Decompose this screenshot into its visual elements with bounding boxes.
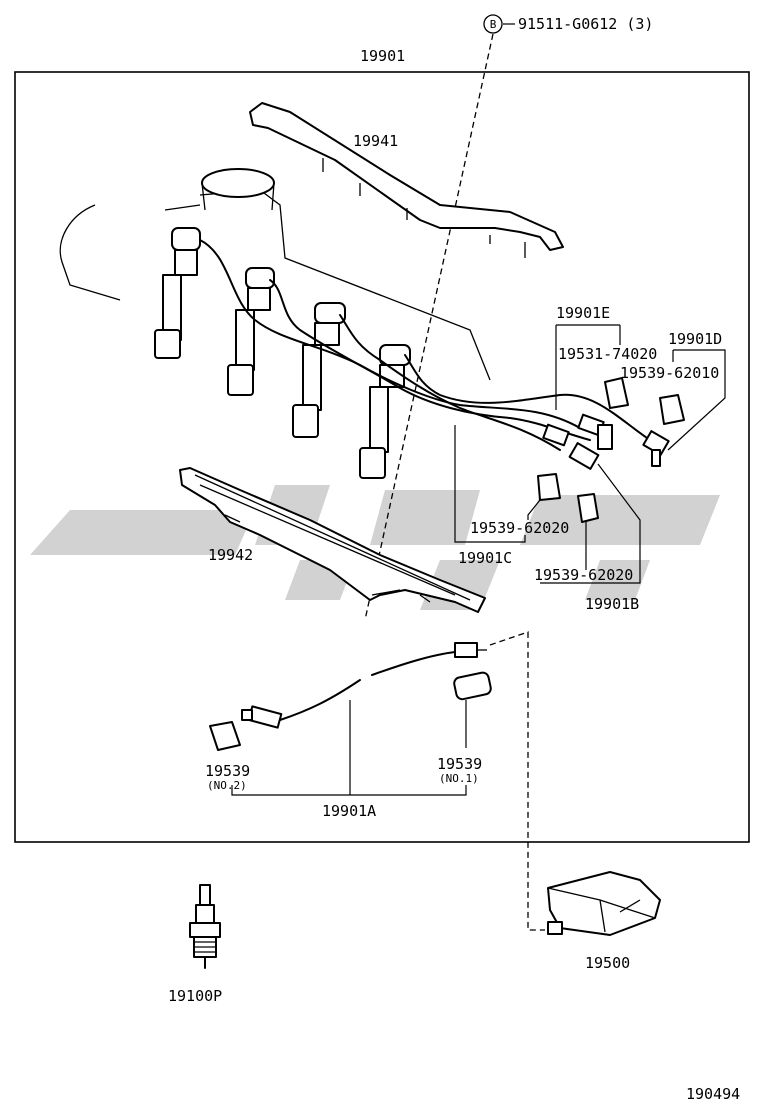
cap-d [659, 394, 685, 425]
cord-d-label: 19901D [668, 330, 722, 348]
bolt-part-label: 91511-G0612 (3) [518, 15, 653, 33]
cap-no2-sub: (NO.2) [207, 779, 247, 792]
cap-e [604, 377, 629, 409]
cord-c-label: 19901C [458, 549, 512, 567]
cord-e-label: 19901E [556, 304, 610, 322]
cap-d-label: 19539-62010 [620, 364, 719, 382]
plug-boot-2 [227, 267, 275, 396]
cover-upper-label: 19941 [353, 132, 398, 150]
cap-e-label: 19531-74020 [558, 345, 657, 363]
watermark-logo [30, 485, 720, 610]
clamp-lower-label: 19942 [208, 546, 253, 564]
engine-outline [59, 168, 491, 381]
cap-no1-label: 19539 [437, 755, 482, 773]
cord-b-label: 19901B [585, 595, 639, 613]
plug-boot-4 [359, 344, 411, 479]
cord-bundle [199, 239, 651, 451]
bolt-symbol: B [490, 18, 497, 31]
cap-no1 [453, 671, 492, 701]
diagram-id: 190494 [686, 1085, 740, 1103]
cord-a-label: 19901A [322, 802, 376, 820]
ignition-coil-19500 [547, 871, 661, 936]
spark-plug-19100p [189, 884, 221, 969]
cord-terminals [542, 413, 670, 470]
cap-no2 [209, 721, 241, 751]
cap-no2-label: 19539 [205, 762, 250, 780]
assembly-frame [14, 71, 750, 843]
cap-no1-sub: (NO.1) [439, 772, 479, 785]
cap-b [577, 493, 599, 523]
cap-c [537, 473, 561, 501]
bolt-callout: B 91511-G0612 (3) [364, 14, 653, 621]
plug-boot-1 [154, 227, 201, 359]
plug-boot-3 [292, 302, 346, 438]
clamp-19942 [179, 467, 486, 613]
spark-plug-label: 19100P [168, 987, 222, 1005]
coil-label: 19500 [585, 954, 630, 972]
assembly-label: 19901 [360, 47, 405, 65]
cap-c-label: 19539-62020 [470, 519, 569, 537]
coil-wire-19901a [241, 642, 487, 729]
cover-19941 [249, 102, 564, 258]
cap-b-label: 19539-62020 [534, 566, 633, 584]
